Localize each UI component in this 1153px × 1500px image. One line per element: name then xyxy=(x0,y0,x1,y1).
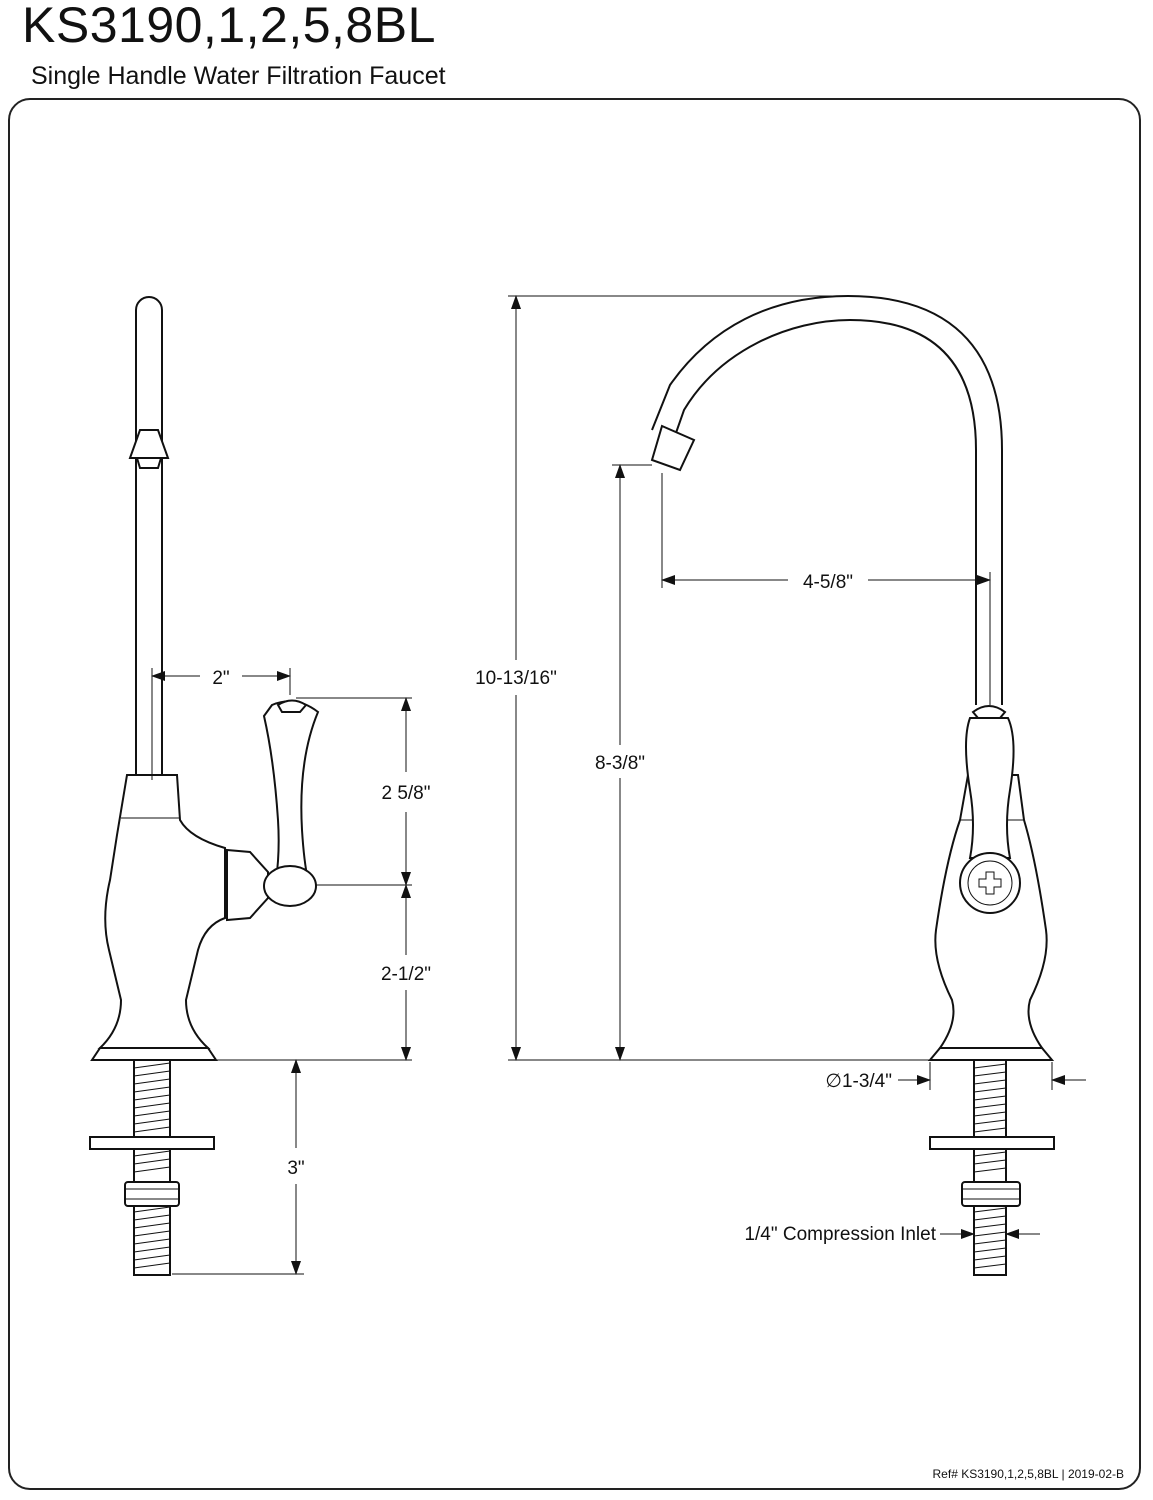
front-aerator xyxy=(650,424,696,472)
dim-handle-to-base: 2-1/2" xyxy=(381,964,431,985)
front-handle-lever xyxy=(965,717,1015,859)
front-spout-outer xyxy=(651,294,1003,705)
dim-inlet-label: 1/4" Compression Inlet xyxy=(744,1224,936,1245)
dim-spout-reach: 4-5/8" xyxy=(803,572,853,593)
side-view-faucet xyxy=(89,296,320,1276)
front-mount-nut xyxy=(961,1181,1021,1207)
side-valve-bonnet xyxy=(226,848,269,922)
front-base-plate xyxy=(927,1047,1055,1061)
model-number-title: KS3190,1,2,5,8BL xyxy=(22,0,436,53)
dim-overall-height: 10-13/16" xyxy=(475,668,557,689)
product-subtitle: Single Handle Water Filtration Faucet xyxy=(31,62,446,90)
dim-spout-offset: 2" xyxy=(212,668,229,689)
dim-shank-length: 3" xyxy=(287,1158,304,1179)
side-aerator xyxy=(128,429,170,459)
side-mount-nut xyxy=(124,1181,180,1207)
front-view-faucet xyxy=(650,294,1055,1276)
front-threaded-shank xyxy=(973,1059,1007,1276)
front-view-dimensions: 10-13/16" 8-3/8" 4-5/8" ∅1-3/4" 1/4" Com… xyxy=(475,295,1086,1245)
dim-handle-height: 2 5/8" xyxy=(381,783,430,804)
screw-icon xyxy=(978,871,1002,895)
side-handle-lever xyxy=(262,700,320,881)
dim-base-diameter: ∅1-3/4" xyxy=(825,1071,892,1092)
side-handle-hub xyxy=(263,865,317,907)
dim-spout-height: 8-3/8" xyxy=(595,753,645,774)
drawing-frame xyxy=(8,98,1141,1490)
front-spout-inner xyxy=(669,318,977,705)
front-mount-washer xyxy=(929,1136,1055,1150)
side-base-plate xyxy=(90,1047,218,1061)
front-handle-hub xyxy=(959,852,1021,914)
side-faucet-body xyxy=(97,774,226,1049)
side-spout-tube xyxy=(135,296,163,775)
reference-footer: Ref# KS3190,1,2,5,8BL | 2019-02-B xyxy=(933,1467,1124,1481)
side-view-dimensions: 2" 2 5/8" 2-1/2" 3" xyxy=(151,668,431,1275)
side-mount-washer xyxy=(89,1136,215,1150)
